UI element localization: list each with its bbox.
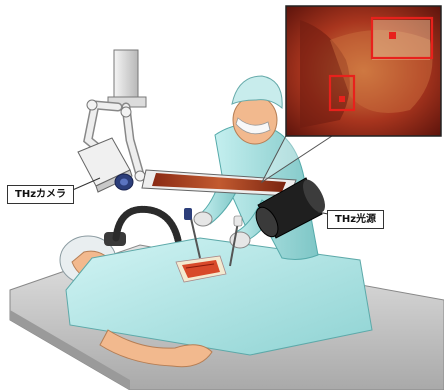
thz-image-inset — [286, 6, 441, 136]
thz-camera-label: THzカメラ — [7, 185, 74, 204]
thz-light-source-label: THz光源 — [327, 210, 384, 229]
